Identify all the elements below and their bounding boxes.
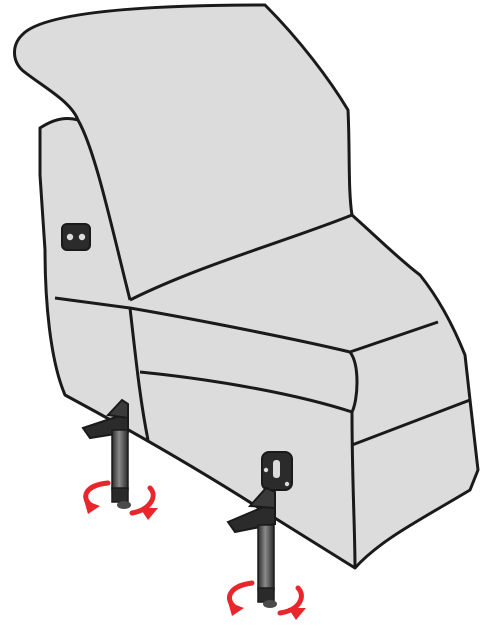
connector-bracket-icon xyxy=(62,224,90,250)
sofa-body xyxy=(15,5,479,568)
rotate-arrow-head-icon xyxy=(84,500,100,514)
rotate-arrow-head-icon xyxy=(140,508,158,520)
connector-bracket-icon xyxy=(262,452,292,490)
rotate-arrow-head-icon xyxy=(228,602,244,616)
rotate-arrow-head-icon xyxy=(288,608,306,620)
